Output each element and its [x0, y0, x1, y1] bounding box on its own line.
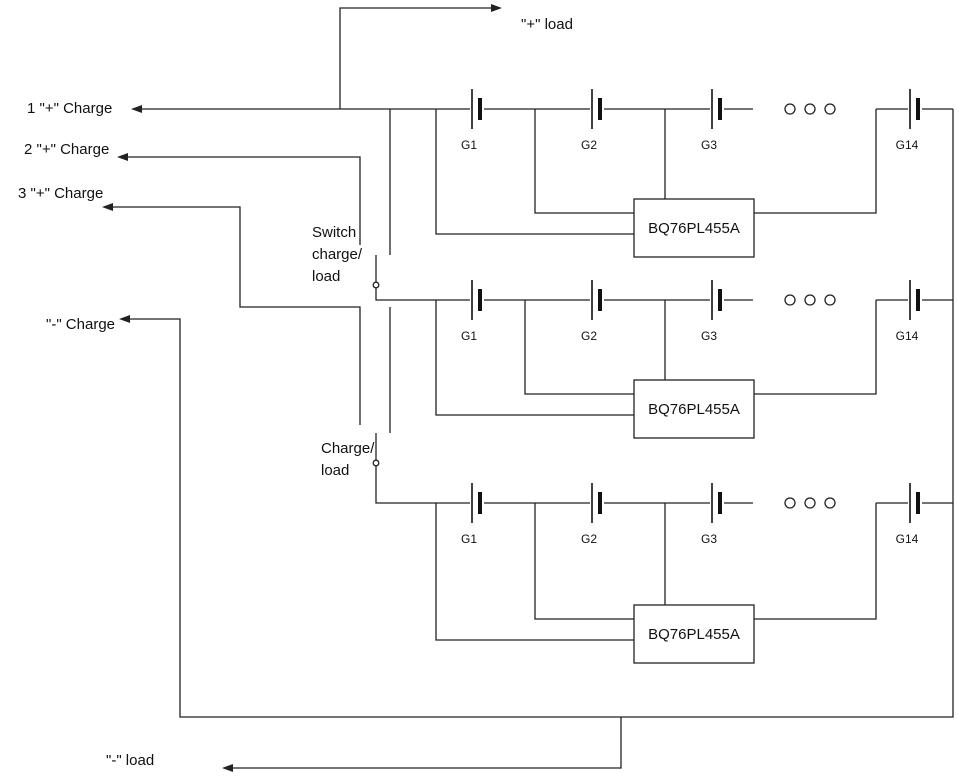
- cell-g1: G1: [461, 280, 484, 343]
- cell-label: G14: [896, 138, 919, 152]
- cell-label: G2: [581, 532, 597, 546]
- minus-load-wire: [222, 717, 622, 772]
- plus-load-wire: [339, 4, 502, 109]
- minus-load-label: "-" load: [106, 752, 154, 769]
- cell-g1: G1: [461, 483, 484, 546]
- bms-ic-label: BQ76PL455A: [648, 626, 740, 643]
- cell-g1: G1: [461, 89, 484, 152]
- cell-g14: G14: [896, 483, 922, 546]
- charge-1-label: 1 "+" Charge: [27, 100, 112, 117]
- bms-tap-wire: [534, 109, 634, 214]
- bms-tap-wire: [754, 300, 877, 395]
- charge-2-wire: [117, 153, 361, 245]
- switch-charge-load-1: [372, 255, 436, 301]
- ellipsis-dot: [804, 497, 816, 509]
- ellipsis-dot: [784, 294, 796, 306]
- ellipsis-dot: [824, 294, 836, 306]
- bms-tap-wire: [435, 109, 634, 235]
- switch-2-label-line-2: load: [321, 462, 349, 479]
- ellipsis-dot: [784, 497, 796, 509]
- minus-charge-wire: [119, 109, 954, 718]
- cell-label: G1: [461, 138, 477, 152]
- bms-ic-box: [633, 379, 755, 439]
- cell-label: G2: [581, 138, 597, 152]
- cell-label: G3: [701, 532, 717, 546]
- bms-tap-wire: [435, 300, 634, 416]
- switch-2-label-line-1: Charge/: [321, 440, 375, 457]
- bms-ic-box: [633, 198, 755, 258]
- switch-1-label-line-3: load: [312, 268, 340, 285]
- bms-tap-wire: [534, 503, 634, 620]
- cell-label: G14: [896, 532, 919, 546]
- switch-1-label-line-2: charge/: [312, 246, 363, 263]
- cell-g2: G2: [581, 483, 604, 546]
- charge-1-wire: [131, 105, 436, 113]
- bms-ic-label: BQ76PL455A: [648, 220, 740, 237]
- cell-g14: G14: [896, 280, 922, 343]
- bms-tap-wire: [524, 300, 634, 395]
- charge-2-label: 2 "+" Charge: [24, 141, 109, 158]
- ellipsis-dot: [824, 497, 836, 509]
- cell-g3: G3: [701, 280, 724, 343]
- cell-g3: G3: [701, 89, 724, 152]
- charge-3-label: 3 "+" Charge: [18, 185, 103, 202]
- minus-charge-label: "-" Charge: [46, 316, 115, 333]
- charge-3-wire: [102, 203, 361, 425]
- bms-tap-wire: [435, 503, 634, 641]
- cell-label: G3: [701, 329, 717, 343]
- ellipsis-dot: [804, 103, 816, 115]
- ellipsis-dot: [804, 294, 816, 306]
- cell-label: G2: [581, 329, 597, 343]
- cell-g3: G3: [701, 483, 724, 546]
- cell-label: G1: [461, 532, 477, 546]
- bms-tap-wire: [754, 109, 877, 214]
- bms-tap-wire: [754, 503, 877, 620]
- cell-g14: G14: [896, 89, 922, 152]
- bms-ic-box: [633, 604, 755, 664]
- ellipsis-dot: [784, 103, 796, 115]
- plus-load-label: "+" load: [521, 16, 573, 33]
- cell-g2: G2: [581, 89, 604, 152]
- cell-label: G14: [896, 329, 919, 343]
- cell-label: G3: [701, 138, 717, 152]
- cell-label: G1: [461, 329, 477, 343]
- cell-g2: G2: [581, 280, 604, 343]
- switch-1-label-line-1: Switch: [312, 224, 356, 241]
- ellipsis-dot: [824, 103, 836, 115]
- switch-charge-load-2: [372, 433, 436, 504]
- bms-ic-label: BQ76PL455A: [648, 401, 740, 418]
